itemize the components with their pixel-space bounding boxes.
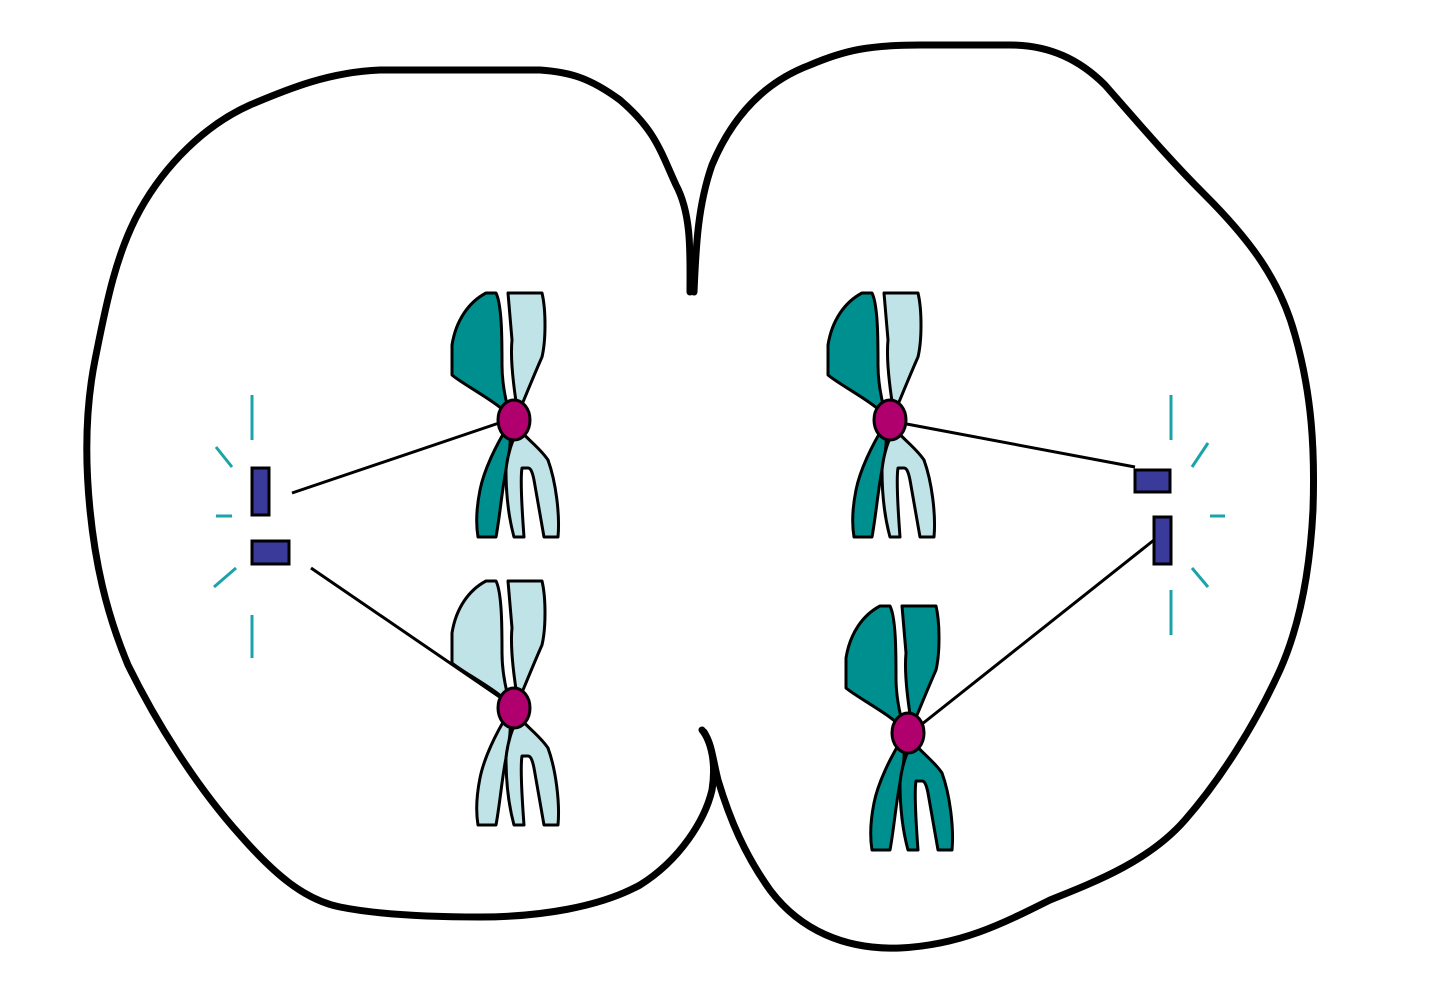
chromosomes — [450, 291, 954, 852]
chromatid-arm — [826, 291, 888, 418]
right-daughter-cell — [690, 41, 1318, 952]
right-cell-membrane — [690, 41, 1318, 952]
left-aster — [213, 395, 291, 658]
centromere — [496, 398, 532, 442]
aster-rays — [213, 395, 254, 658]
aster-ray — [213, 566, 237, 589]
centromere — [496, 686, 532, 730]
chromosome-left-daughter-cell-top — [450, 291, 560, 539]
spindle-fiber — [291, 419, 506, 495]
aster-ray — [1190, 442, 1210, 468]
chromatid-arm — [504, 714, 560, 827]
centriole — [250, 539, 291, 566]
chromatid-arm — [450, 291, 512, 418]
chromosome-left-daughter-cell-bottom — [450, 579, 560, 827]
centriole — [1133, 468, 1172, 494]
spindle-fiber — [895, 420, 1136, 469]
chromatid-arm — [882, 291, 923, 416]
aster-ray — [1190, 567, 1210, 588]
chromatid-arm — [506, 579, 547, 704]
right-aster — [1133, 395, 1225, 635]
chromatid-arm — [898, 739, 954, 852]
spindle-fibers — [291, 419, 1155, 734]
chromatid-arm — [880, 426, 936, 539]
centriole — [1152, 515, 1173, 566]
chromatid-arm — [900, 604, 941, 729]
chromatid-arm — [844, 604, 906, 731]
chromatid-arm — [504, 426, 560, 539]
chromatid-arm — [506, 291, 547, 416]
left-cell-membrane — [83, 66, 718, 921]
spindle-fiber — [911, 538, 1155, 734]
chromosome-right-daughter-cell-bottom — [844, 604, 954, 852]
centriole — [250, 466, 271, 517]
aster-rays — [1169, 395, 1225, 635]
chromatid-arm — [450, 579, 512, 706]
centromere — [890, 711, 926, 755]
centromere — [872, 398, 908, 442]
chromosome-right-daughter-cell-top — [826, 291, 936, 539]
left-daughter-cell — [83, 66, 718, 921]
aster-ray — [214, 446, 234, 468]
